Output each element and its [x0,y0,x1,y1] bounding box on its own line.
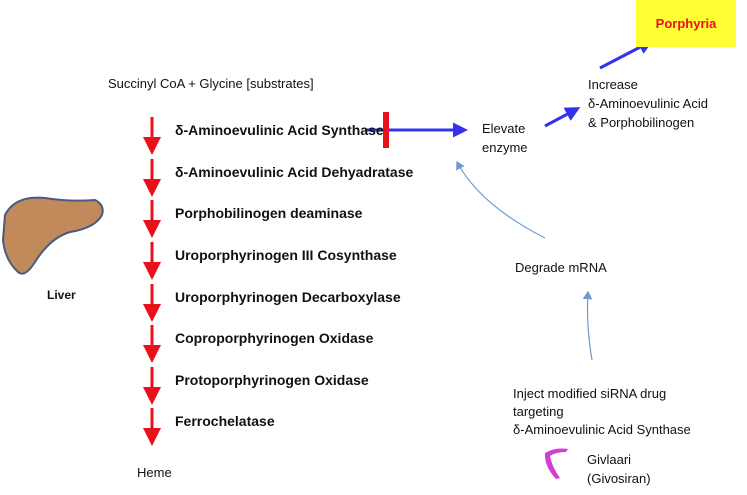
givlaari-logo-icon [544,448,568,479]
liver-label: Liver [47,288,76,302]
drug-generic-name: (Givosiran) [587,471,651,486]
inject-line-2: targeting [513,404,564,419]
heme-label: Heme [137,465,172,480]
enzyme-7: Protoporphyrinogen Oxidase [175,372,369,388]
block-bar [383,112,389,148]
enzyme-4: Uroporphyrinogen III Cosynthase [175,247,397,263]
enzyme-5: Uroporphyrinogen Decarboxylase [175,289,401,305]
porphyria-label: Porphyria [655,16,717,31]
elevate-line-1: Elevate [482,121,526,136]
substrates-label: Succinyl CoA + Glycine [substrates] [108,76,314,91]
elevate-line-2: enzyme [482,140,528,155]
inject-line-1: Inject modified siRNA drug [513,386,667,401]
enzyme-2: δ-Aminoevulinic Acid Dehyadratase [175,164,414,180]
increase-line-3: & Porphobilinogen [588,115,695,130]
enzyme-3: Porphobilinogen deaminase [175,205,363,221]
increase-line-1: Increase [588,77,638,92]
porphyria-box: Porphyria [636,0,736,47]
inject-label: Inject modified siRNA drug targeting δ-Ami… [513,385,691,439]
inject-line-3: δ-Aminoevulinic Acid Synthase [513,422,691,437]
drug-label: Givlaari (Givosiran) [587,450,651,488]
enzyme-6: Coproporphyrinogen Oxidase [175,330,374,346]
liver-icon [1,196,104,275]
elevate-enzyme-label: Elevate enzyme [482,119,528,157]
degrade-mrna-label: Degrade mRNA [515,260,607,275]
drug-name: Givlaari [587,452,632,467]
enzyme-8: Ferrochelatase [175,413,275,429]
increase-label: Increase δ-Aminoevulinic Acid & Porphobili… [588,75,708,132]
enzyme-1: δ-Aminoevulinic Acid Synthase [175,122,384,138]
increase-line-2: δ-Aminoevulinic Acid [588,96,708,111]
